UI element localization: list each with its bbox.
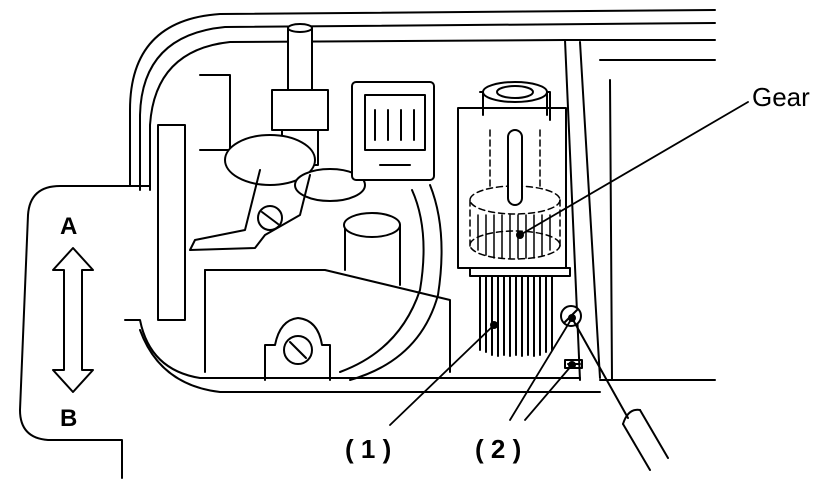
leader-dots [490,231,576,369]
clamp-screw [264,317,331,381]
label-gear: Gear [752,82,810,112]
inner-frame [124,74,601,393]
housing-outline [129,9,716,381]
label-callout-2: ( 2 ) [475,434,521,464]
gear-hidden-lines [469,129,561,260]
label-direction-b: B [60,405,77,432]
cable-tube [339,184,443,381]
spindle-assembly [189,23,366,251]
gear-shaft-slot [507,129,523,206]
label-direction-a: A [60,213,77,240]
screwdriver [571,317,669,471]
leader-lines [389,101,749,426]
connector-block [351,81,435,181]
label-callout-1: ( 1 ) [345,434,391,464]
cylinder [343,212,401,286]
rack-part [469,267,571,357]
side-panel [19,185,151,479]
direction-arrow [52,247,94,393]
